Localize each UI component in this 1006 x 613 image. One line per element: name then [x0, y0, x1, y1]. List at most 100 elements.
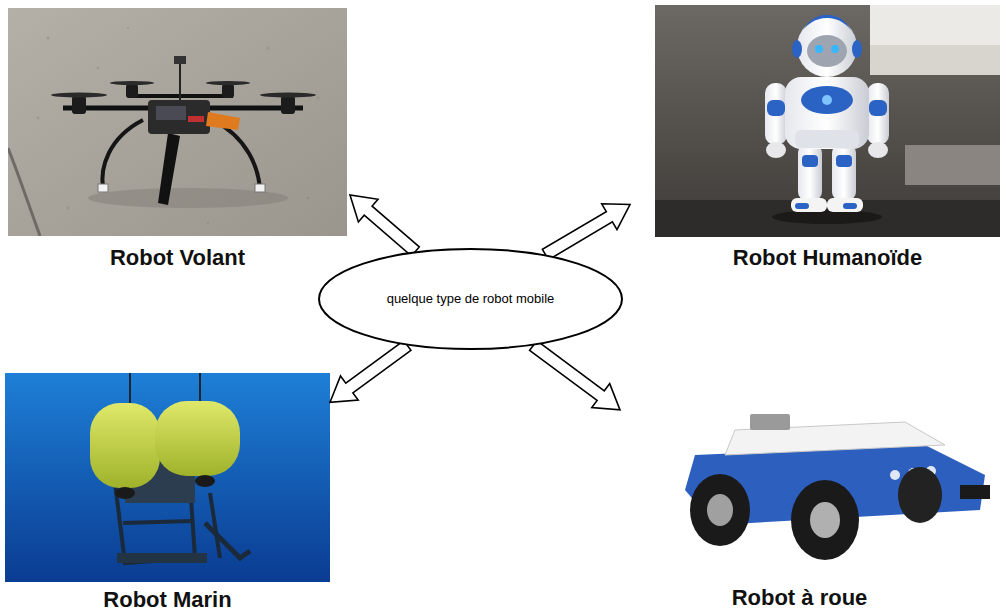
drone-board [156, 106, 186, 120]
white-background [655, 400, 1000, 565]
ground-texture-part [317, 97, 320, 100]
propellers [51, 81, 316, 98]
drone-photo [8, 8, 347, 236]
thrusters-part [195, 475, 215, 487]
robot-image: Robot Humanoïde [655, 5, 1000, 237]
robot-legs-part [832, 145, 856, 200]
ground-texture-part [307, 197, 310, 200]
concrete-ground [8, 8, 347, 236]
drone-body [148, 100, 210, 134]
robot-legs-part [798, 145, 822, 200]
robot-caption: Robot Humanoïde [655, 245, 1000, 271]
float-cylinders [90, 401, 240, 488]
robot-wheels-part [707, 494, 733, 526]
robot-wheels-part [791, 480, 859, 560]
robot-head-part [792, 40, 802, 58]
robot-legs-part [791, 198, 827, 212]
robot-arms-part [766, 142, 786, 158]
robot-arm [205, 523, 250, 558]
landing-legs-part [102, 120, 143, 188]
propellers-part [206, 81, 250, 85]
robot-arms-part [867, 83, 889, 145]
robot-head-part [852, 40, 862, 58]
ellipse-label: quelque type de robot mobile [387, 291, 555, 307]
drone-motors-part [126, 84, 138, 98]
robot-head [792, 15, 862, 77]
drone-battery [206, 112, 240, 130]
robot-wheels [690, 467, 942, 560]
ground-texture-part [37, 117, 40, 120]
robot-legs-part [843, 203, 857, 209]
robot-legs [791, 145, 863, 212]
thrusters [115, 475, 215, 499]
robot-frame-part [123, 521, 193, 523]
hollow-arrow [542, 204, 630, 260]
ground-texture-part [207, 222, 209, 224]
body-vents-part [890, 470, 900, 480]
robot-wheels-part [690, 474, 750, 546]
robot-skid [117, 553, 207, 563]
robot-head-part [807, 35, 847, 67]
ground-texture-part [127, 27, 129, 29]
ground-texture-part [97, 67, 99, 69]
robot-caption: Robot Marin [5, 587, 330, 613]
drone-motors-part [72, 96, 86, 114]
hollow-arrow [330, 341, 411, 403]
ground-crack [8, 148, 40, 236]
hollow-arrow [350, 195, 419, 256]
ground-texture-part [47, 37, 50, 40]
robot-arms-part [869, 100, 887, 116]
robot-image: Robot à roue [655, 400, 1000, 565]
water [5, 373, 330, 582]
propellers-part [51, 93, 107, 98]
robot-legs-part [836, 155, 852, 167]
marine-photo [5, 373, 330, 582]
propellers-part [260, 93, 316, 98]
ground-texture-part [267, 47, 270, 50]
drone-motors-part [281, 96, 295, 114]
robot-chest [801, 86, 853, 114]
robot-arms-part [868, 142, 888, 158]
robot-caption: Robot Volant [8, 245, 347, 271]
poster-band [870, 45, 1000, 75]
center-ellipse: quelque type de robot mobile [318, 248, 623, 350]
robot-caption: Robot à roue [627, 585, 972, 611]
poster [870, 5, 1000, 75]
room-background [655, 5, 1000, 237]
drone-motors-part [222, 84, 234, 98]
top-sensor [750, 414, 790, 430]
humanoid-photo [655, 5, 1000, 237]
robot-wheels-part [898, 467, 942, 523]
robot-legs-part [795, 203, 809, 209]
landing-feet [98, 184, 265, 192]
robot-hip [795, 130, 859, 148]
drone-strap [158, 133, 180, 205]
tether [199, 373, 201, 401]
gps-mast [179, 63, 181, 100]
gps-unit [174, 56, 186, 64]
robot-image: Robot Marin [5, 373, 330, 582]
chest-button [822, 95, 832, 105]
robot-shadow [772, 210, 882, 224]
landing-feet-part [255, 184, 265, 192]
hollow-arrow [530, 341, 620, 410]
robot-image: Robot Volant [8, 8, 347, 236]
robot-torso [785, 77, 869, 149]
tether [129, 373, 131, 403]
landing-legs-part [213, 120, 260, 188]
drone-wires [188, 116, 204, 122]
ground-texture-part [67, 207, 70, 210]
robot-arms-part [765, 83, 787, 145]
robot-arms-part [767, 100, 785, 116]
landing-feet-part [98, 184, 108, 192]
table [905, 145, 1000, 185]
robot-head-part [831, 45, 839, 53]
thrusters-part [115, 487, 135, 499]
robot-legs-part [827, 198, 863, 212]
robot-wheels-part [810, 502, 840, 538]
float-cylinders-part [90, 403, 160, 488]
float-cylinders-part [155, 401, 240, 476]
wheeled-photo [655, 400, 1000, 565]
ground-texture [37, 27, 320, 224]
